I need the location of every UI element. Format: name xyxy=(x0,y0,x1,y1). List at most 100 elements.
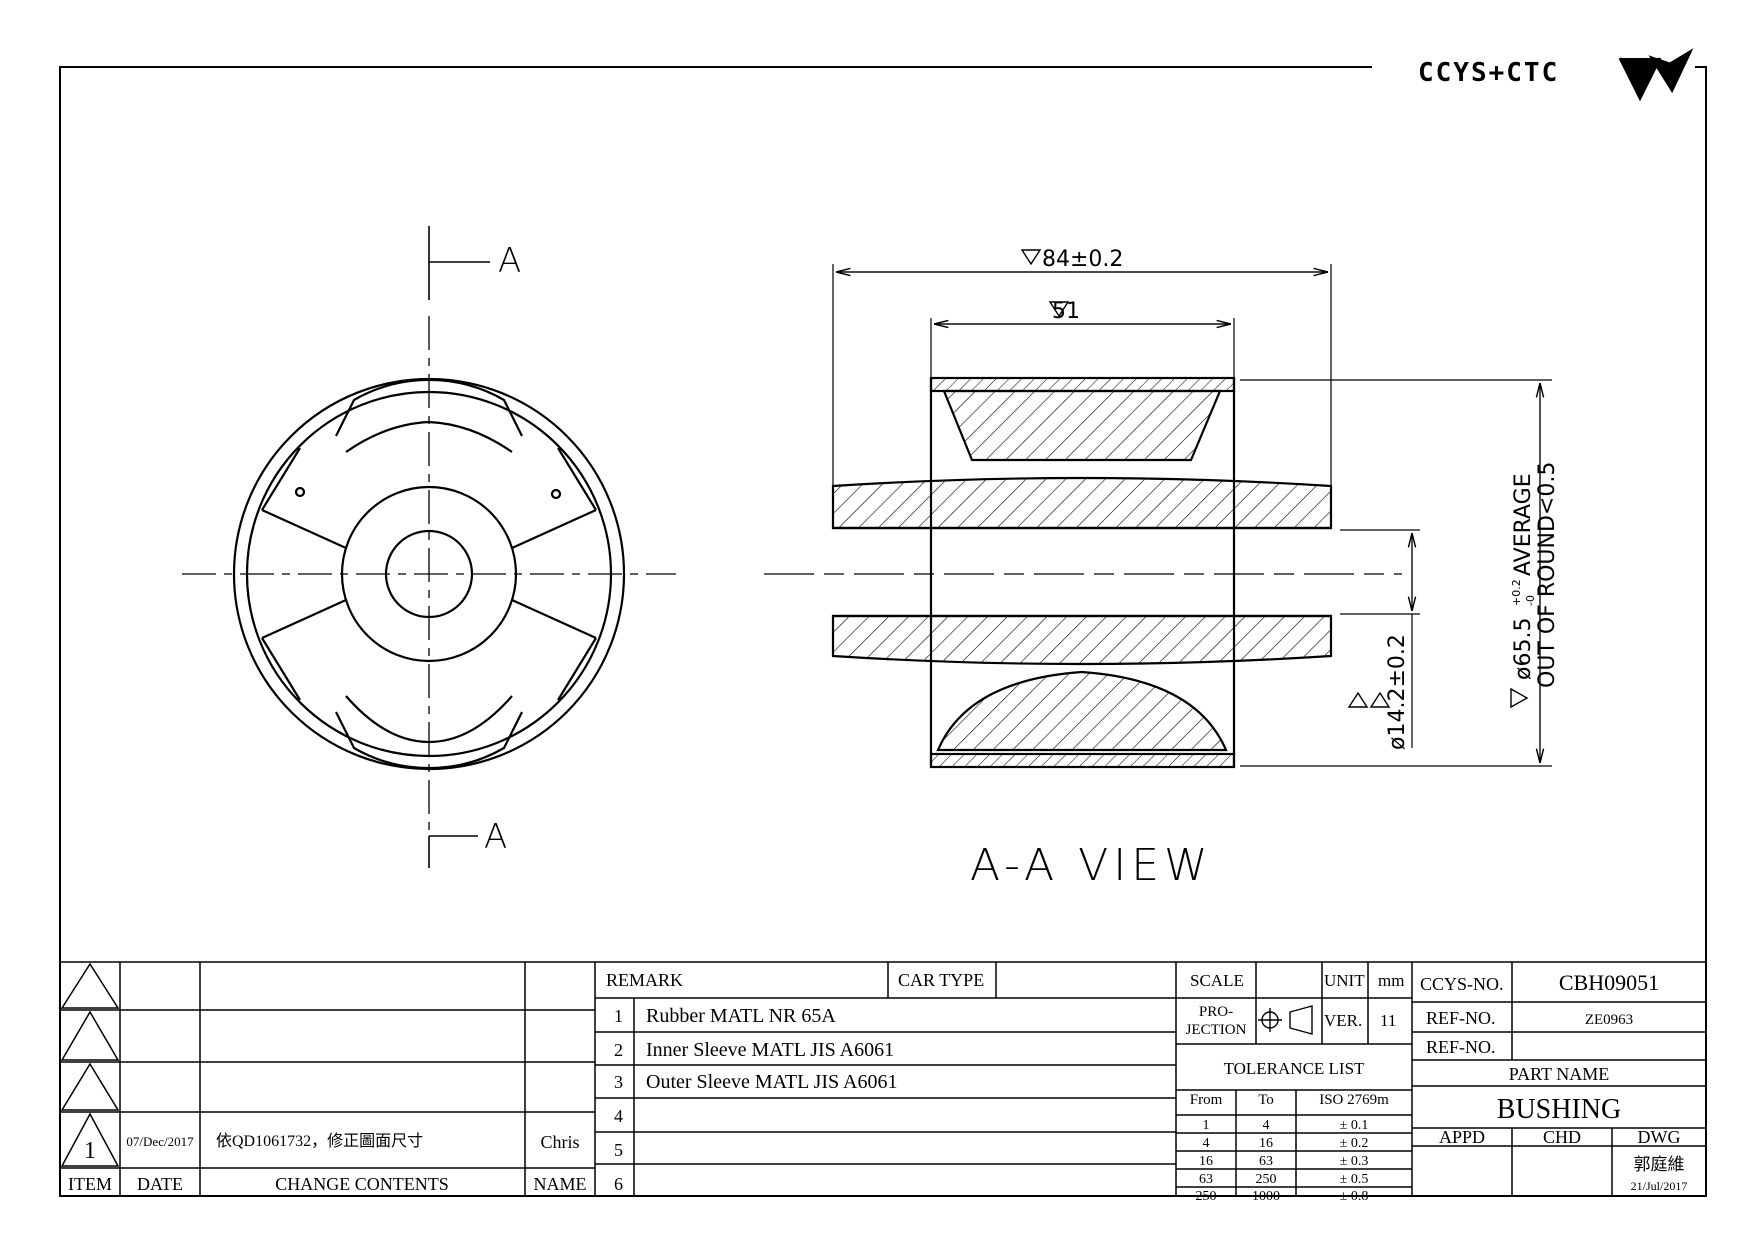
car-type-label: CAR TYPE xyxy=(898,970,984,990)
tol-value: ± 0.3 xyxy=(1340,1154,1369,1169)
tol-header-to: To xyxy=(1258,1092,1274,1108)
title-block-right: CCYS-NO. CBH09051 REF-NO. ZE0963 REF-NO.… xyxy=(1420,970,1687,1193)
od-dimension-label: ø65.5 +0.2 -0 AVERAGE OUT OF ROUND<0.5 xyxy=(1510,462,1560,688)
outer-sleeve-top xyxy=(929,376,1236,393)
rubber-void-top-inner xyxy=(345,420,513,453)
company-logo: CCYS+CTC xyxy=(1418,48,1694,102)
ccys-no-value: CBH09051 xyxy=(1559,970,1659,995)
remark-no-6: 6 xyxy=(614,1174,623,1194)
remark-no-3: 3 xyxy=(614,1072,623,1092)
outer-sleeve-bottom xyxy=(929,752,1236,769)
section-view xyxy=(764,376,1402,769)
tol-to: 63 xyxy=(1259,1154,1273,1169)
title-block-left: SCALE UNIT mm PRO- JECTION VER. 11 TOLER… xyxy=(1186,971,1405,1108)
dwg-label: DWG xyxy=(1638,1127,1681,1147)
tol-header-from: From xyxy=(1190,1092,1223,1108)
od-tol-lower: -0 xyxy=(1524,595,1537,606)
rubber-void-bottom-inner xyxy=(345,695,513,744)
inner-sleeve-bottom xyxy=(831,614,1333,666)
header-change-contents: CHANGE CONTENTS xyxy=(275,1174,449,1194)
od-out-of-round: OUT OF ROUND<0.5 xyxy=(1535,462,1560,688)
tol-to: 250 xyxy=(1256,1172,1277,1187)
scale-label: SCALE xyxy=(1190,971,1244,990)
rev-name: Chris xyxy=(540,1132,579,1152)
rubber-void-bottom xyxy=(335,711,523,770)
logo-text: CCYS+CTC xyxy=(1418,58,1559,88)
remark-no-4: 4 xyxy=(614,1106,623,1126)
bore-symbol-icon xyxy=(1347,691,1391,708)
remark-no-5: 5 xyxy=(614,1140,623,1160)
tol-from: 250 xyxy=(1196,1189,1217,1204)
dwg-date: 21/Jul/2017 xyxy=(1631,1179,1688,1193)
od-main: ø65.5 xyxy=(1511,618,1536,680)
chd-label: CHD xyxy=(1543,1127,1581,1147)
rubber-bottom-section xyxy=(936,670,1228,752)
dim-bore: ø14.2±0.2 xyxy=(1385,634,1410,750)
od-suffix: AVERAGE xyxy=(1511,473,1536,576)
remark-no-2: 2 xyxy=(614,1040,623,1060)
header-item: ITEM xyxy=(68,1174,112,1194)
revision-table: 1 07/Dec/2017 依QD1061732，修正圖面尺寸 Chris IT… xyxy=(68,1132,587,1194)
ref-no-value-1: ZE0963 xyxy=(1585,1012,1633,1028)
remark-no-1: 1 xyxy=(614,1006,623,1026)
rev-date: 07/Dec/2017 xyxy=(126,1134,194,1149)
rev-triangle-icon xyxy=(60,962,120,1009)
unit-label: UNIT xyxy=(1324,971,1365,990)
dim-outer-width: 84±0.2 xyxy=(1042,247,1123,272)
ver-value: 11 xyxy=(1380,1011,1396,1030)
revision-triangles xyxy=(60,962,120,1167)
tol-to: 1000 xyxy=(1252,1189,1280,1204)
tolerance-rows: 1 4 ± 0.1 4 16 ± 0.2 16 63 ± 0.3 63 250 … xyxy=(1196,1118,1369,1204)
projection-label-1: PRO- xyxy=(1199,1004,1233,1020)
sheet-border xyxy=(59,66,1707,1197)
remark-text-1: Rubber MATL NR 65A xyxy=(646,1005,836,1027)
bore-circle xyxy=(384,529,474,619)
ref-no-label-1: REF-NO. xyxy=(1426,1008,1496,1028)
ref-no-label-2: REF-NO. xyxy=(1426,1037,1496,1057)
appd-label: APPD xyxy=(1439,1127,1485,1147)
rev-triangle-icon xyxy=(60,1010,120,1061)
outer-sleeve-inner-circle xyxy=(245,390,613,758)
header-date: DATE xyxy=(137,1174,183,1194)
view-title: A-A VIEW xyxy=(970,840,1213,891)
od-symbol-icon xyxy=(1510,687,1529,709)
part-name-label: PART NAME xyxy=(1509,1064,1609,1084)
ccys-no-label: CCYS-NO. xyxy=(1420,974,1504,994)
section-label-top: A xyxy=(498,241,521,281)
tol-value: ± 0.8 xyxy=(1340,1189,1369,1204)
tol-to: 16 xyxy=(1259,1136,1273,1151)
rev-triangle-icon xyxy=(60,1062,120,1111)
tol-from: 16 xyxy=(1199,1154,1213,1169)
remark-text-3: Outer Sleeve MATL JIS A6061 xyxy=(646,1071,897,1093)
header-name: NAME xyxy=(534,1174,587,1194)
tol-from: 63 xyxy=(1199,1172,1213,1187)
logo-mark-icon xyxy=(1618,48,1694,102)
inner-sleeve-top xyxy=(831,476,1333,530)
rubber-void-top xyxy=(335,378,523,437)
rubber-spokes xyxy=(261,508,597,640)
marker-hole-left xyxy=(294,486,306,498)
remark-text-2: Inner Sleeve MATL JIS A6061 xyxy=(646,1039,894,1061)
inner-sleeve-circle xyxy=(340,485,518,663)
marker-hole-right xyxy=(550,488,562,500)
projection-symbol-icon xyxy=(1258,1005,1313,1035)
remark-header: REMARK xyxy=(606,970,683,990)
part-name-value: BUSHING xyxy=(1497,1094,1621,1125)
tolerance-title: TOLERANCE LIST xyxy=(1224,1059,1365,1078)
tol-value: ± 0.2 xyxy=(1340,1136,1369,1151)
title-block-grid xyxy=(60,961,1706,1196)
section-label-bottom: A xyxy=(484,817,507,857)
tol-from: 4 xyxy=(1203,1136,1210,1151)
dwg-value: 郭庭維 xyxy=(1634,1155,1685,1174)
remarks-table: REMARK CAR TYPE 1 Rubber MATL NR 65A 2 I… xyxy=(606,970,984,1194)
machining-symbol-icon xyxy=(1020,249,1070,318)
dimensions xyxy=(832,264,1552,767)
rev-item: 1 xyxy=(84,1138,96,1164)
unit-value: mm xyxy=(1378,971,1404,990)
ver-label: VER. xyxy=(1324,1011,1362,1030)
tol-from: 1 xyxy=(1203,1118,1210,1133)
rubber-top-section xyxy=(942,389,1222,462)
tol-value: ± 0.1 xyxy=(1340,1118,1369,1133)
front-view xyxy=(182,226,676,868)
